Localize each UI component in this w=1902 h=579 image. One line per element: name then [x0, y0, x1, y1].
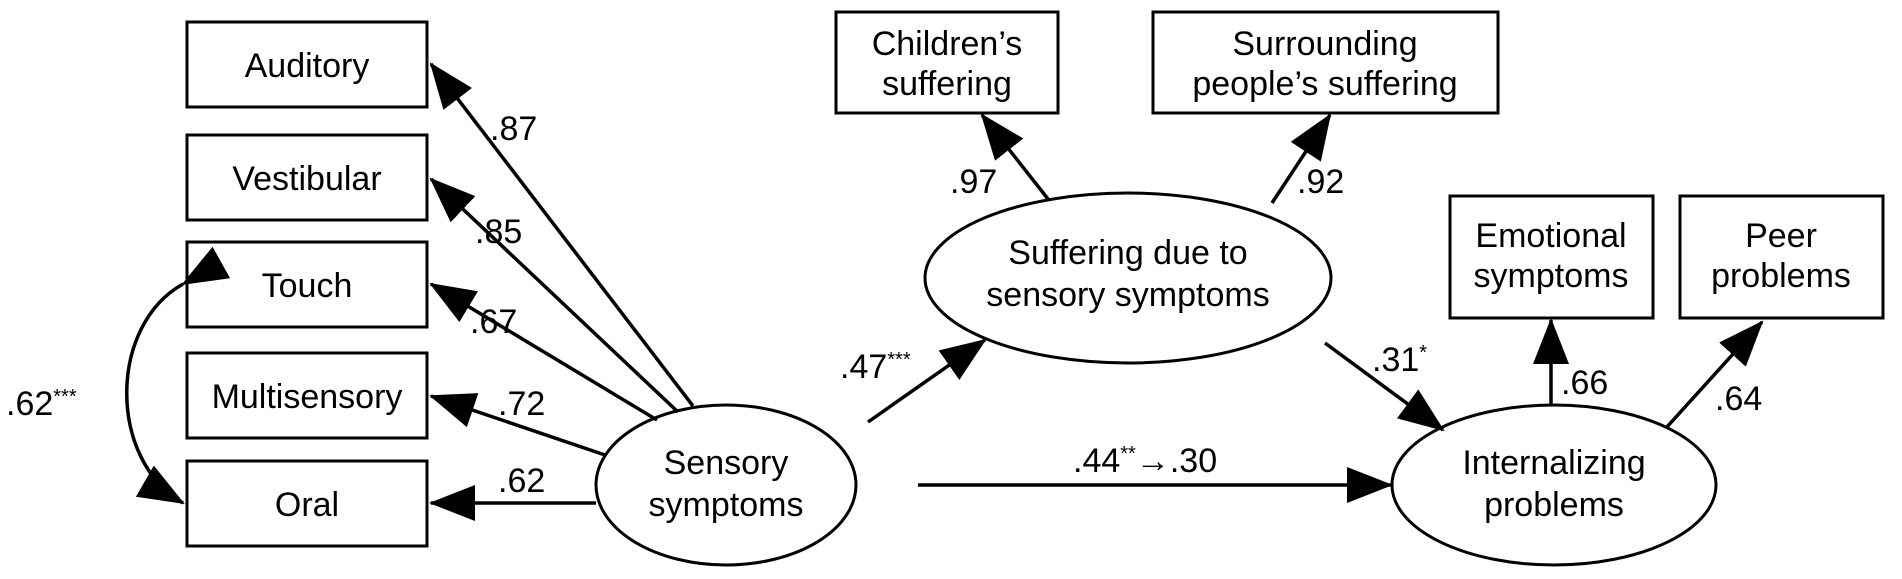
path-sensory-to-touch	[429, 282, 658, 422]
node-sensory-symptoms-line2: symptoms	[649, 486, 804, 524]
path-sensory-to-auditory	[429, 62, 695, 408]
coef-direct-path: .44**→.30	[1073, 442, 1217, 480]
node-emotional-symptoms: Emotional symptoms	[1448, 194, 1655, 320]
coef-auditory: .87	[490, 110, 537, 148]
coef-suffering-to-internalizing: .31*	[1372, 341, 1427, 379]
node-internalizing: Internalizing problems	[1390, 403, 1718, 567]
path-suffering-to-internalizing	[1323, 341, 1445, 432]
coef-oral: .62	[498, 462, 545, 500]
coef-peer-problems: .64	[1715, 380, 1762, 418]
node-surrounding-suffering: Surrounding people’s suffering	[1151, 10, 1500, 115]
path-touch-oral-covariance	[125, 246, 231, 505]
coef-touch: .67	[470, 303, 517, 341]
node-peer-problems-line2: problems	[1711, 257, 1851, 295]
node-multisensory: Multisensory	[185, 351, 429, 440]
node-suffering: Suffering due to sensory symptoms	[923, 191, 1333, 365]
node-childrens-suffering-line2: suffering	[882, 65, 1012, 103]
coef-vestibular: .85	[475, 213, 522, 251]
node-auditory-label: Auditory	[245, 47, 370, 85]
node-multisensory-label: Multisensory	[212, 378, 403, 416]
node-surrounding-suffering-line2: people’s suffering	[1192, 65, 1457, 103]
path-suffering-to-childrens	[980, 113, 1050, 201]
node-touch-label: Touch	[262, 267, 353, 305]
coef-touch-oral-covariance: .62***	[6, 385, 77, 423]
node-sensory-symptoms-line1: Sensory	[664, 444, 789, 482]
path-sensory-to-vestibular	[429, 177, 680, 414]
node-childrens-suffering: Children’s suffering	[834, 10, 1060, 115]
node-peer-problems-line1: Peer	[1745, 217, 1817, 255]
node-internalizing-line1: Internalizing	[1462, 444, 1645, 482]
node-sensory-symptoms: Sensory symptoms	[594, 403, 858, 567]
node-suffering-line2: sensory symptoms	[986, 276, 1269, 314]
node-internalizing-line2: problems	[1484, 486, 1624, 524]
path-internalizing-to-peer	[1664, 320, 1764, 430]
path-suffering-to-surrounding	[1270, 113, 1332, 204]
node-touch: Touch	[185, 240, 429, 329]
node-peer-problems: Peer problems	[1678, 194, 1885, 320]
node-oral-label: Oral	[275, 486, 339, 524]
node-emotional-symptoms-line2: symptoms	[1474, 257, 1629, 295]
coef-surrounding-suffering: .92	[1297, 163, 1344, 201]
node-oral: Oral	[185, 459, 429, 548]
node-emotional-symptoms-line1: Emotional	[1475, 217, 1626, 255]
node-vestibular-label: Vestibular	[232, 160, 381, 198]
coef-multisensory: .72	[498, 385, 545, 423]
node-childrens-suffering-line1: Children’s	[872, 25, 1023, 63]
node-vestibular: Vestibular	[185, 133, 429, 222]
node-auditory: Auditory	[185, 20, 429, 109]
path-sensory-to-multisensory	[429, 393, 606, 457]
coef-childrens-suffering: .97	[950, 163, 997, 201]
node-surrounding-suffering-line1: Surrounding	[1232, 25, 1417, 63]
coef-emotional-symptoms: .66	[1561, 364, 1608, 402]
node-suffering-line1: Suffering due to	[1008, 234, 1247, 272]
coef-sensory-to-suffering: .47***	[840, 348, 911, 386]
path-sensory-to-suffering	[866, 338, 987, 424]
